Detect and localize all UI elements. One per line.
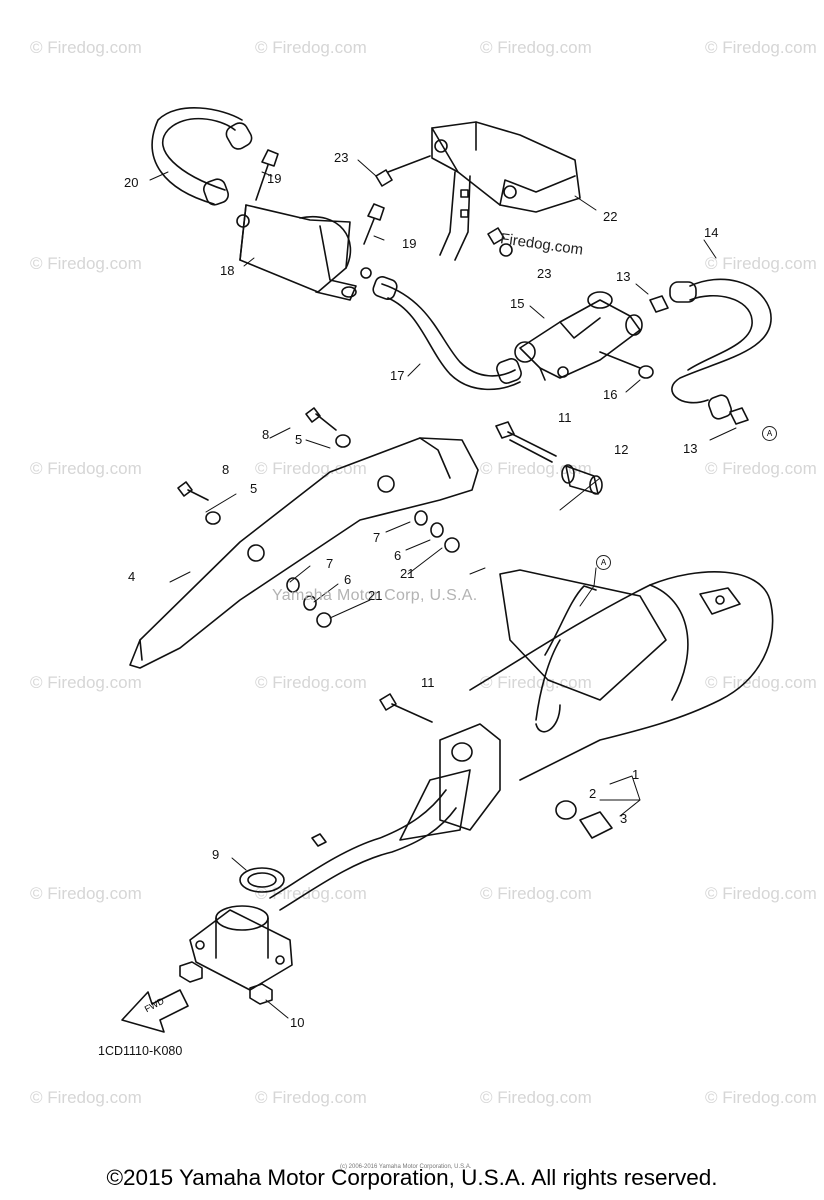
callout-19: 19 [267,171,282,186]
part-8-bolt [305,407,337,431]
part-14-hose [669,278,772,420]
exhaust-flange [189,905,293,991]
callout-5: 5 [295,432,303,447]
part-1-bracket [439,723,501,831]
callout-19: 19 [402,236,417,251]
callout-18: 18 [220,263,235,278]
callout-7: 7 [373,530,381,545]
callout-11: 11 [558,410,572,425]
part-1-muffler [469,569,774,781]
part-10-nut [179,961,203,983]
callout-6: 6 [394,548,402,563]
callout-7: 7 [326,556,334,571]
callout-9: 9 [212,847,220,862]
part-23-bolts [375,155,513,257]
callout-23: 23 [334,150,349,165]
watermark: © Firedog.com [705,673,817,692]
watermark: © Firedog.com [480,1088,592,1107]
watermark: © Firedog.com [705,38,817,57]
watermark: © Firedog.com [705,1088,817,1107]
callout-8: 8 [222,462,230,477]
watermark: © Firedog.com [30,38,142,57]
callout-11: 11 [421,675,435,690]
part-11-bolt [495,421,557,463]
callout-2: 2 [589,786,597,801]
watermark: © Firedog.com [255,38,367,57]
center-watermark: Yamaha Motor Corp, U.S.A. [272,587,478,604]
watermark: © Firedog.com [30,673,142,692]
callout-22: 22 [603,209,618,224]
part-13-clamp [729,407,749,425]
part-19-bolts [255,149,385,245]
watermark: © Firedog.com [30,884,142,903]
part-10-nut [249,983,273,1005]
part-8-bolt [177,481,209,501]
callout-12: 12 [614,442,629,457]
callout-4: 4 [128,569,136,584]
callout-13: 13 [616,269,631,284]
callout-8: 8 [262,427,270,442]
part-5-washer [205,511,221,525]
callout-10: 10 [290,1015,305,1030]
callout-1: 1 [632,767,640,782]
callout-23: 23 [537,266,552,281]
watermark: © Firedog.com [480,884,592,903]
part-9-gasket [239,867,285,893]
part-3-collar [579,811,613,839]
part-11-bolt [379,693,433,723]
watermark: © Firedog.com [705,459,817,478]
callout-3: 3 [620,811,628,826]
callout-21: 21 [368,588,383,603]
part-17-hose [372,276,522,391]
watermark: © Firedog.com [705,884,817,903]
part-22-bracket [431,121,581,261]
part-5-washer [335,434,351,448]
exhaust-pipe [269,769,471,911]
watermark: © Firedog.com [480,459,592,478]
callout-13: 13 [683,441,698,456]
callout-21: 21 [400,566,415,581]
callout-16: 16 [603,387,618,402]
part-13-clamp [649,295,669,313]
part-15-valve [514,291,643,381]
part-4-protector [129,437,479,669]
watermark: © Firedog.com [480,38,592,57]
part-12-collar [561,464,603,495]
callout-17: 17 [390,368,405,383]
watermark: © Firedog.com [480,673,592,692]
watermark: © Firedog.com [30,1088,142,1107]
callout-20: 20 [124,175,139,190]
watermark: © Firedog.com [255,459,367,478]
tiny-copyright: (c) 2006-2016 Yamaha Motor Corporation, … [340,1164,472,1170]
part-16-bolt [599,351,641,369]
fwd-arrow-icon [121,989,189,1033]
reference-mark-a: A [596,555,611,570]
watermark: © Firedog.com [255,673,367,692]
part-18-canister [236,204,372,301]
callout-15: 15 [510,296,525,311]
catalog-code: 1CD1110-K080 [98,1044,183,1058]
part-20-hose [151,107,253,206]
callout-5: 5 [250,481,258,496]
watermark: © Firedog.com [30,459,142,478]
part-2-collar [555,800,577,820]
watermark: © Firedog.com [255,884,367,903]
copyright-footer: ©2015 Yamaha Motor Corporation, U.S.A. A… [106,1165,718,1190]
callout-14: 14 [704,225,719,240]
watermark: © Firedog.com [255,1088,367,1107]
callout-6: 6 [344,572,352,587]
reference-mark-a: A [762,426,777,441]
watermark: © Firedog.com [705,254,817,273]
watermark: © Firedog.com [30,254,142,273]
